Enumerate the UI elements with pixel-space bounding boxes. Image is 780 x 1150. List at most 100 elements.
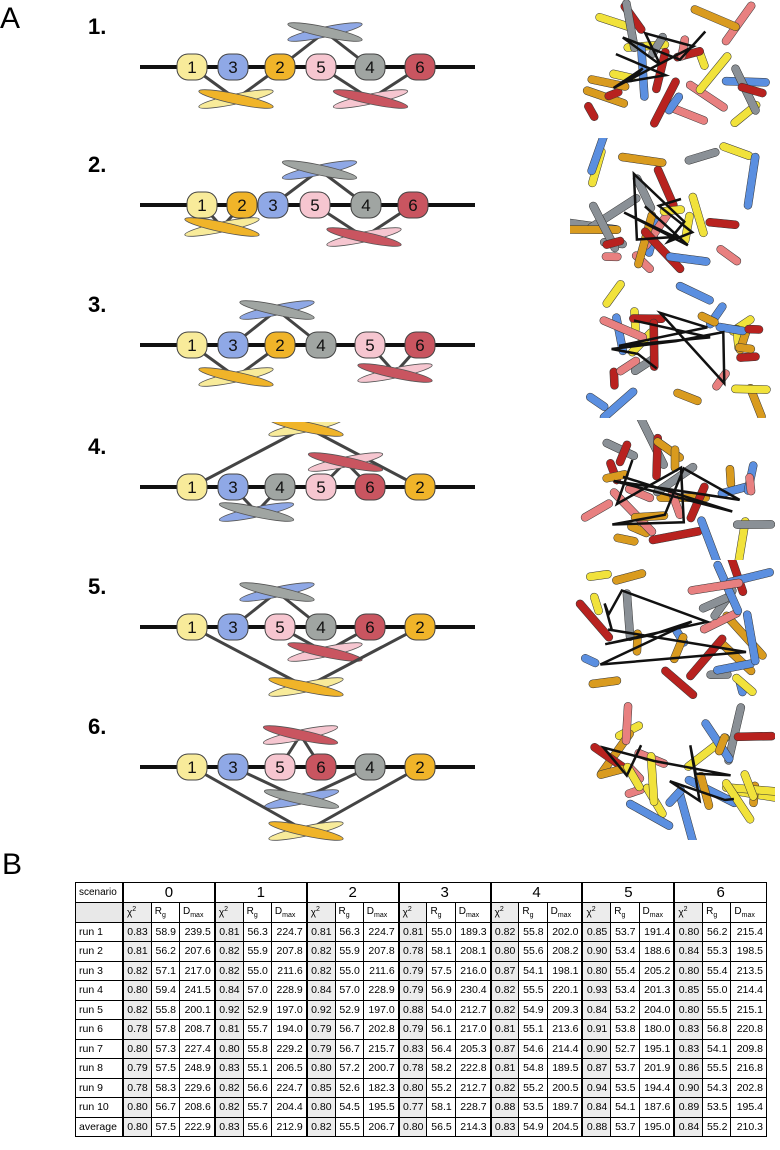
domain-node-label: 3 (228, 618, 237, 637)
table-cell: 198.5 (730, 941, 767, 962)
table-cell: 0.84 (213, 980, 244, 1001)
domain-node-label: 4 (316, 336, 325, 355)
table-cell: 0.82 (489, 921, 520, 942)
helix-cylinder (736, 352, 760, 362)
table-cell: 0.80 (121, 980, 152, 1001)
domain-node: 2 (404, 613, 436, 641)
domain-node-label: 5 (316, 58, 325, 77)
helix-cylinder (604, 87, 623, 101)
table-cell: 56.5 (426, 1116, 456, 1137)
table-cell: 0.88 (581, 1116, 612, 1137)
table-cell: 0.80 (121, 1097, 152, 1118)
column-header-rg: Rg (702, 902, 732, 923)
table-cell: 201.3 (638, 980, 675, 1001)
table-cell: 224.7 (362, 921, 400, 942)
table-cell: 55.2 (426, 1077, 456, 1098)
table-cell: 195.1 (638, 1038, 675, 1059)
table-cell: 54.8 (518, 1058, 548, 1079)
table-cell: 214.3 (454, 1116, 492, 1137)
table-cell: 0.85 (673, 980, 704, 1001)
table-cell: 214.4 (546, 1038, 583, 1059)
helix-pair-icon (357, 363, 433, 383)
table-cell: 209.3 (546, 999, 583, 1020)
table-cell: 188.6 (638, 941, 675, 962)
empty-cell (74, 902, 124, 923)
table-cell: 0.90 (581, 1038, 612, 1059)
linker-coil (623, 170, 695, 247)
table-cell: 0.84 (673, 1116, 704, 1137)
table-cell: 248.9 (178, 1058, 216, 1079)
table-cell: 52.7 (610, 1038, 640, 1059)
domain-node: 6 (404, 53, 436, 81)
table-cell: 57.5 (150, 1116, 180, 1137)
domain-node-label: 6 (415, 336, 424, 355)
table-cell: 55.5 (702, 1058, 732, 1079)
helix-cylinder (670, 445, 680, 473)
table-cell: 55.3 (702, 941, 732, 962)
table-cell: 56.7 (150, 1097, 180, 1118)
table-cell: 194.0 (270, 1019, 308, 1040)
table-cell: 53.5 (702, 1097, 732, 1118)
table-cell: 55.5 (702, 999, 732, 1020)
domain-node-label: 4 (316, 618, 325, 637)
table-cell: 58.9 (150, 921, 180, 942)
table-cell: 57.5 (150, 1058, 180, 1079)
table-cell: 55.9 (334, 941, 364, 962)
domain-node: 1 (186, 191, 218, 219)
row-label: average (74, 1116, 124, 1137)
helix-cylinder (665, 252, 711, 266)
domain-node-label: 1 (187, 336, 196, 355)
table-cell: 0.82 (121, 999, 152, 1020)
table-cell: 0.78 (397, 941, 428, 962)
table-cell: 54.1 (702, 1038, 732, 1059)
helix-cylinder (609, 367, 619, 390)
helix-pair-icon (262, 725, 339, 745)
helix-cylinder (584, 102, 599, 121)
table-cell: 58.3 (150, 1077, 180, 1098)
table-cell: 0.87 (489, 1038, 520, 1059)
table-cell: 0.79 (397, 960, 428, 981)
domain-node: 3 (217, 473, 249, 501)
helix-cylinder (734, 343, 756, 354)
table-cell: 0.80 (489, 941, 520, 962)
scenario-number: 1. (88, 14, 107, 39)
column-header-chi: χ2 (673, 902, 704, 923)
row-label: run 4 (74, 980, 124, 1001)
helix-pair-icon (218, 502, 295, 522)
domain-node: 4 (305, 613, 337, 641)
table-cell: 0.83 (213, 1116, 244, 1137)
domain-node-label: 4 (361, 196, 370, 215)
table-cell: 55.6 (518, 941, 548, 962)
table-cell: 56.9 (426, 980, 456, 1001)
table-cell: 0.80 (121, 1116, 152, 1137)
helix-pair-icon (281, 160, 358, 180)
table-cell: 56.2 (702, 921, 732, 942)
table-cell: 200.1 (178, 999, 216, 1020)
domain-node: 1 (176, 331, 208, 359)
table-cell: 241.5 (178, 980, 216, 1001)
table-cell: 206.7 (362, 1116, 400, 1137)
domain-node-label: 6 (408, 196, 417, 215)
table-cell: 55.5 (518, 980, 548, 1001)
helix-cylinder (688, 192, 708, 238)
table-cell: 0.79 (305, 1038, 336, 1059)
domain-node: 2 (404, 753, 436, 781)
table-cell: 55.7 (242, 1097, 272, 1118)
domain-node: 2 (264, 53, 296, 81)
table-corner-header: scenario (74, 882, 124, 903)
domain-node-label: 6 (415, 58, 424, 77)
table-cell: 0.81 (489, 1019, 520, 1040)
helix-cylinder (722, 779, 755, 824)
scenario-number: 2. (88, 152, 107, 177)
table-cell: 197.0 (270, 999, 308, 1020)
domain-node: 6 (354, 473, 386, 501)
helix-cylinder (613, 533, 639, 546)
table-cell: 53.7 (610, 1058, 640, 1079)
domain-node-label: 3 (268, 196, 277, 215)
table-cell: 208.6 (178, 1097, 216, 1118)
table-cell: 212.9 (270, 1116, 308, 1137)
table-cell: 227.4 (178, 1038, 216, 1059)
domain-node-label: 6 (365, 478, 374, 497)
